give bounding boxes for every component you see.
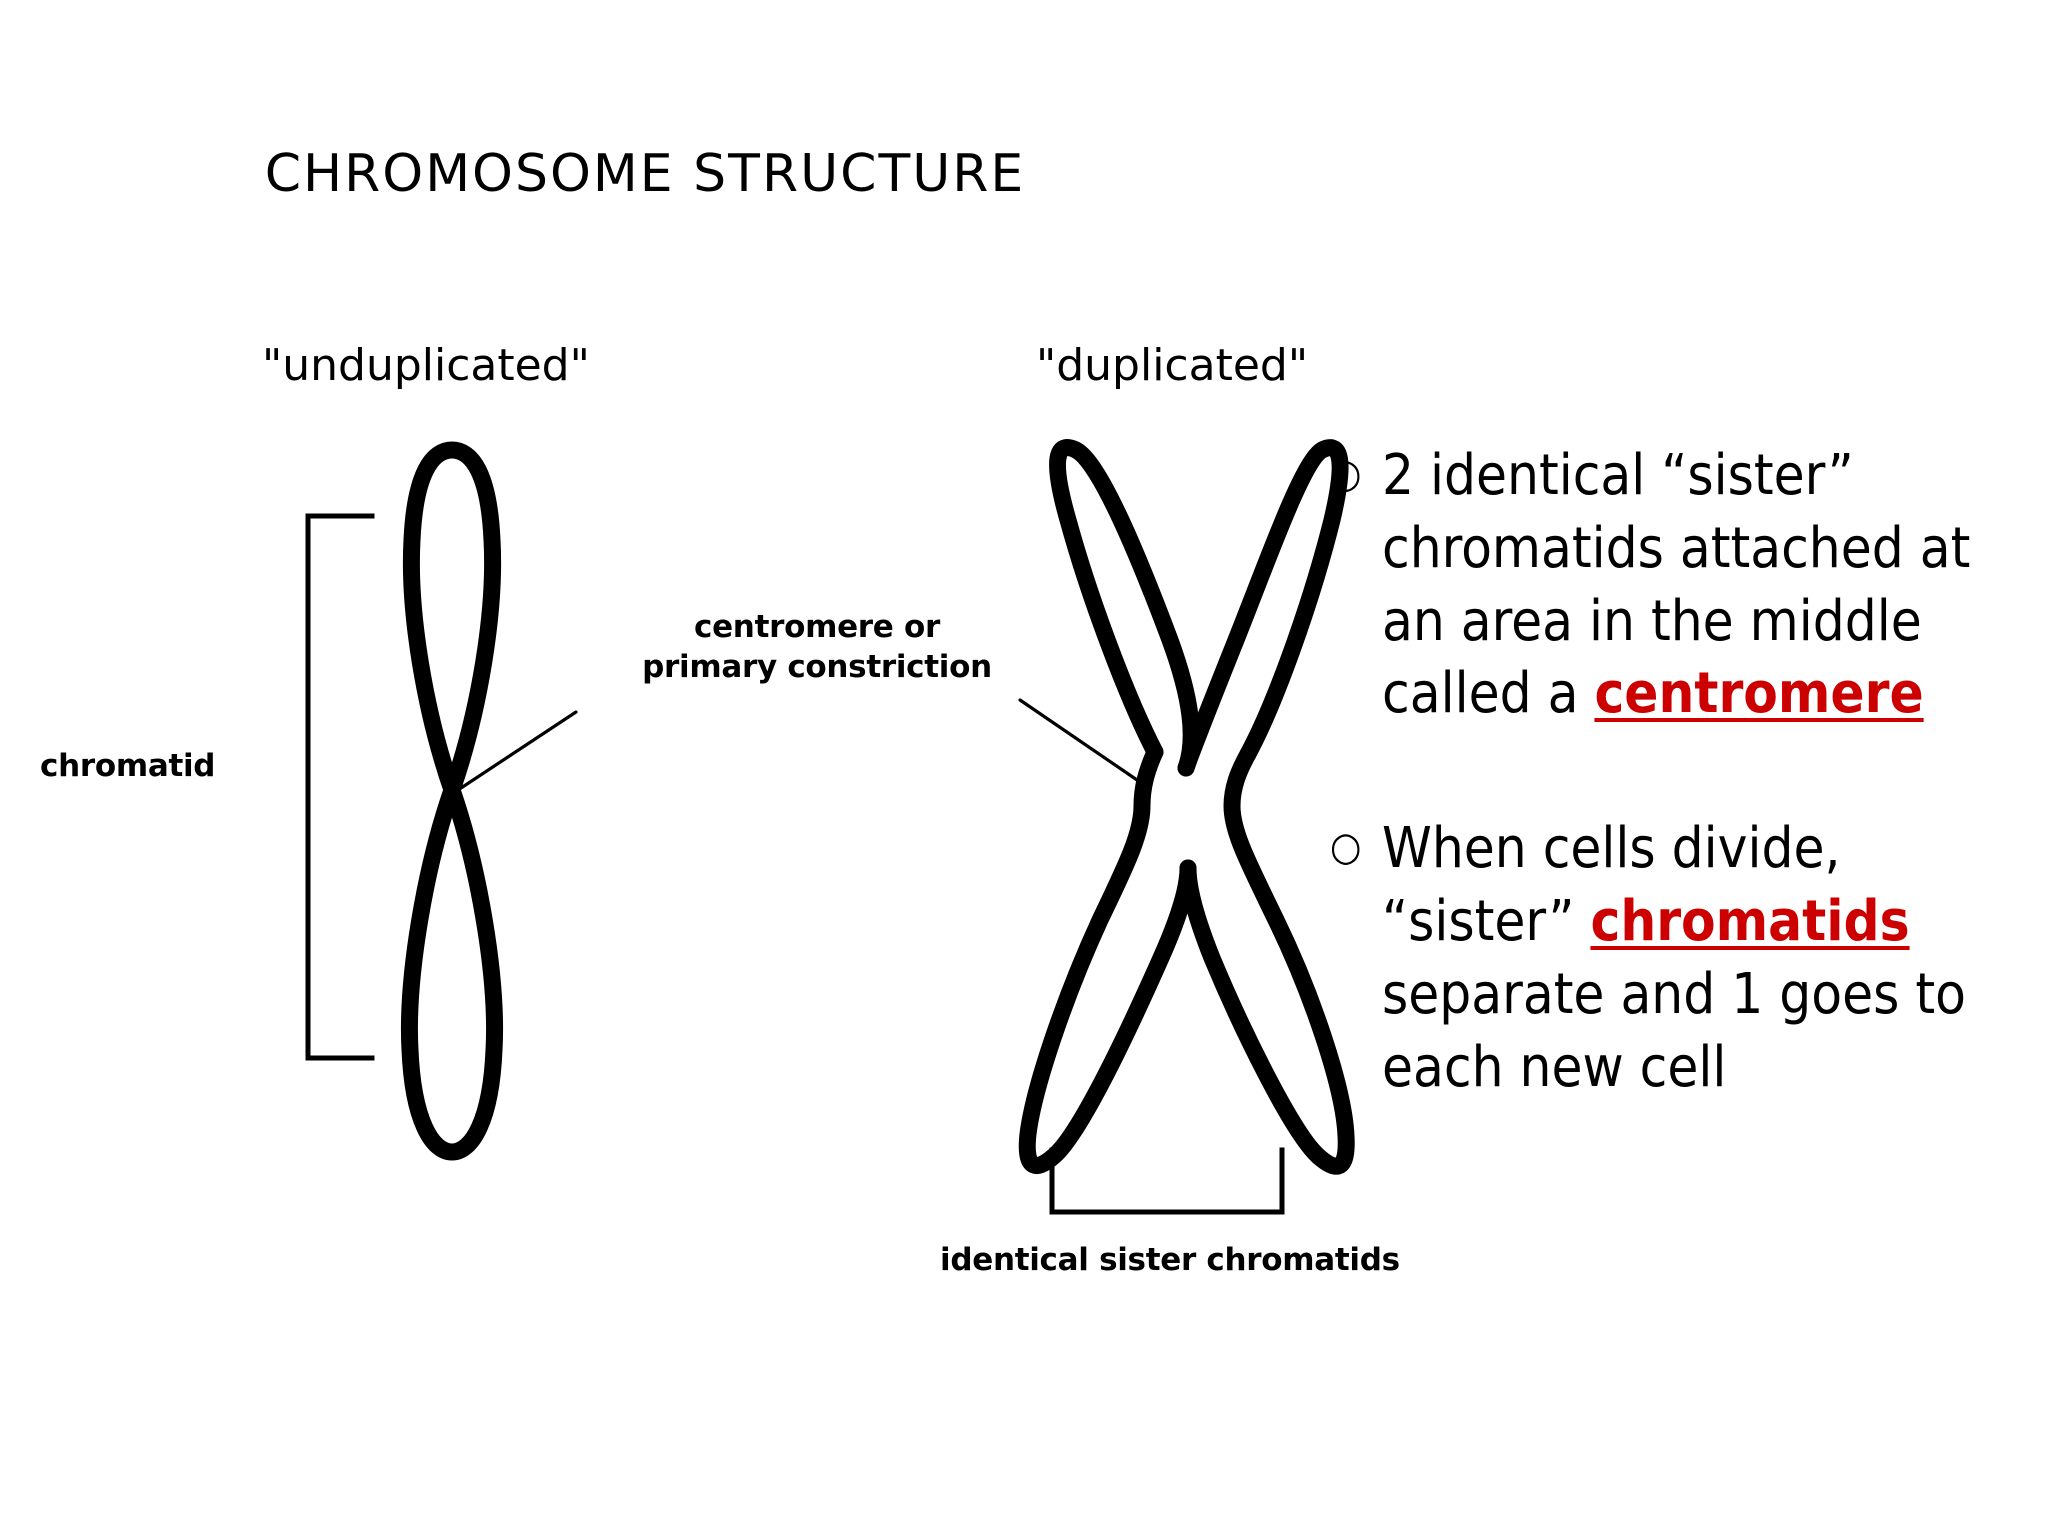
label-centromere-line1: centromere or	[694, 609, 940, 645]
sister-chromatids-bracket	[1049, 1147, 1285, 1215]
bullet-item-cell-division: ○ When cells divide, “sister” chromatids…	[1330, 813, 2030, 1104]
bullet-segment-text: separate and 1 goes to each new cell	[1382, 961, 1966, 1100]
label-chromatid: chromatid	[40, 748, 216, 784]
label-identical-sister-chromatids: identical sister chromatids	[940, 1242, 1400, 1278]
bullet-text-centromere: 2 identical “sister” chromatids attached…	[1382, 440, 2030, 731]
bullet-text-cell-division: When cells divide, “sister” chromatids s…	[1382, 813, 2030, 1104]
keyword-chromatids: chromatids	[1590, 888, 1910, 954]
bullet-segment-text: 2 identical “sister” chromatids attached…	[1382, 443, 1971, 727]
centromere-leader-lines	[456, 698, 1142, 792]
bullet-segment-text: When cells divide, “sister”	[1382, 816, 1841, 954]
centromere-leader-line-left	[456, 710, 578, 792]
label-duplicated-chromosome: "duplicated"	[1036, 340, 1309, 391]
bullet-marker-icon: ○	[1330, 451, 1362, 497]
label-centromere-group: centromere or primary constriction	[612, 608, 1022, 687]
page-title: CHROMOSOME STRUCTURE	[264, 144, 1026, 204]
label-centromere-line2: primary constriction	[642, 648, 992, 685]
label-unduplicated-chromosome: "unduplicated"	[262, 340, 590, 391]
chromatid-bracket	[305, 513, 375, 1061]
bullet-marker-icon: ○	[1330, 824, 1362, 871]
unduplicated-chromosome-shape	[401, 441, 503, 1161]
bullet-item-centromere: ○ 2 identical “sister” chromatids attach…	[1330, 440, 2030, 731]
bullet-list: ○ 2 identical “sister” chromatids attach…	[1330, 440, 2030, 1104]
duplicated-chromosome-shape	[1018, 439, 1355, 1175]
keyword-centromere: centromere	[1594, 661, 1924, 727]
centromere-leader-line-right	[1018, 698, 1142, 784]
